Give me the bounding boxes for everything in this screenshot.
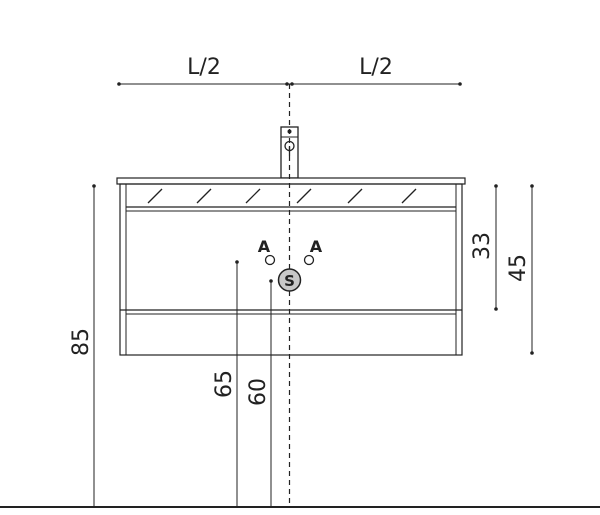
drain-label: S [284,272,295,290]
basin-top [116,177,466,185]
left-half-label: L/2 [187,55,221,80]
overall-height-dimension: 85 [69,184,96,507]
supply-connection-left: A [258,237,276,266]
supply-height-label: 65 [212,370,237,398]
supply-height-dimension: 65 [212,260,239,507]
drawer-height-label: 33 [470,232,495,260]
cabinet-height-dimension: 45 [506,184,534,355]
supply-connection-right: A [303,237,323,266]
right-half-label: L/2 [359,55,393,80]
supply-left-label: A [258,237,271,256]
drawer-height-dimension: 33 [470,184,498,311]
supply-right-label: A [310,237,323,256]
overall-height-label: 85 [69,328,94,356]
drain-height-label: 60 [246,378,271,406]
glass-hatch [147,188,417,204]
drain-height-dimension: 60 [246,279,273,507]
drain-connection: S [277,268,302,292]
faucet [280,126,299,179]
width-dimension: L/2 L/2 [117,55,462,86]
cabinet [119,183,463,356]
cabinet-height-label: 45 [506,254,531,282]
